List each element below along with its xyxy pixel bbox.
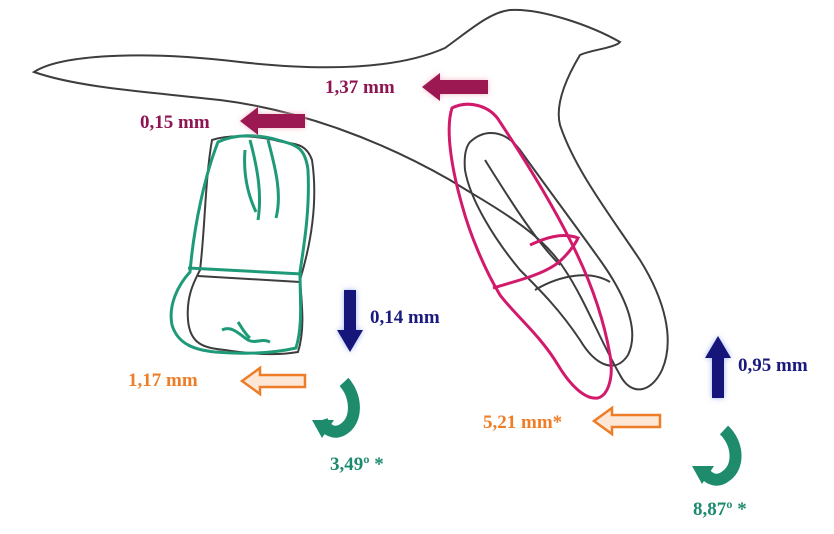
molar-roots-post <box>245 140 279 220</box>
molar-outline-pre <box>188 136 315 354</box>
molar-cusps-post <box>222 322 270 342</box>
left-arrow-icon <box>422 73 488 101</box>
incisor-vertical-label: 0,95 mm <box>738 356 808 375</box>
molar-horizontal-top-label: 0,15 mm <box>140 113 210 132</box>
incisor-outline-post <box>449 104 611 398</box>
molar-horizontal-bottom-label: 1,17 mm <box>128 371 198 390</box>
left-arrow-icon <box>594 408 660 434</box>
molar-vertical-label: 0,14 mm <box>370 308 440 327</box>
incisor-rotation-label: 8,87º * <box>693 500 747 519</box>
incisor-enamel-line-post <box>493 236 578 288</box>
molar-occlusal-pre <box>198 276 300 282</box>
down-arrow-icon <box>337 290 363 352</box>
rotation-arrow-icon <box>692 430 736 484</box>
incisor-horizontal-bottom-label: 5,21 mm* <box>483 413 562 432</box>
up-arrow-icon <box>705 336 731 398</box>
left-arrow-icon <box>242 368 305 394</box>
molar-occlusal-post <box>188 268 302 274</box>
incisor-horizontal-label: 1,37 mm <box>325 78 395 97</box>
molar-rotation-label: 3,49º * <box>330 455 384 474</box>
rotation-arrow-icon <box>312 382 354 438</box>
left-arrow-icon <box>240 107 305 135</box>
molar-outline-post <box>171 136 308 353</box>
